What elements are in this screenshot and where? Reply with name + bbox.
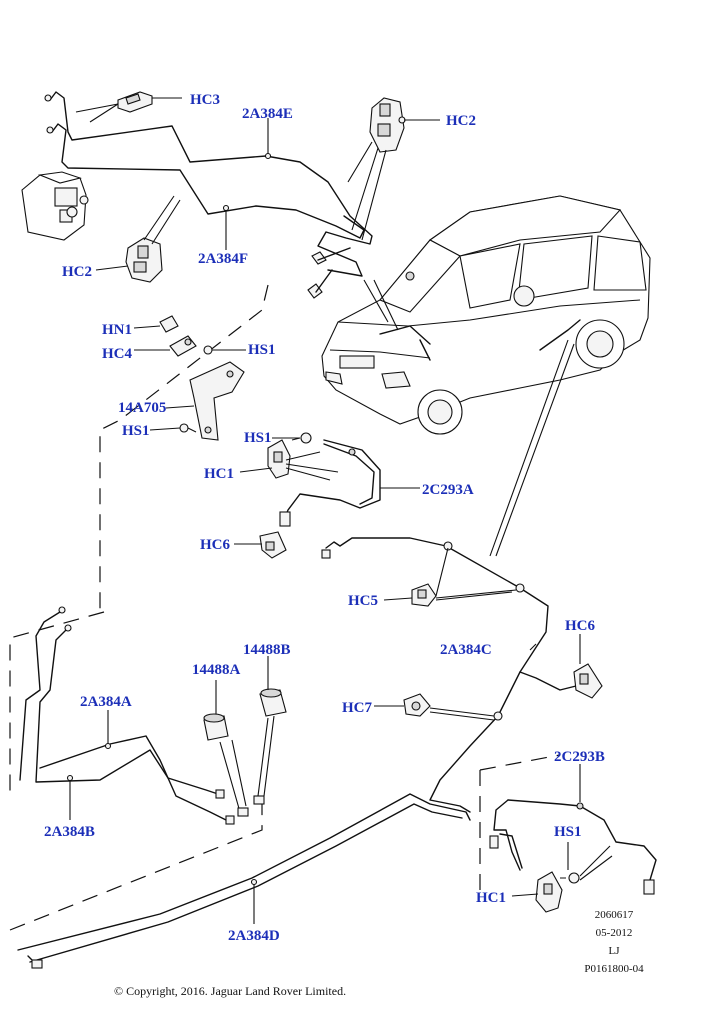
label-hc7: HC7 xyxy=(342,700,373,716)
clip-hc1-mid xyxy=(267,439,291,479)
leaders-vehicle-rear xyxy=(489,339,575,557)
meta-initials: LJ xyxy=(609,945,621,957)
clip-hc7 xyxy=(403,693,431,717)
clip-hc6-right xyxy=(573,663,603,699)
label-2c293a: 2C293A xyxy=(422,482,474,498)
leaders-hc1-mid xyxy=(285,451,339,481)
label-2a384d: 2A384D xyxy=(228,928,280,944)
label-hc6-right: HC6 xyxy=(565,618,596,634)
meta-code: 2060617 xyxy=(595,909,634,921)
bolt-hs1-d xyxy=(560,872,580,884)
connector-hc4 xyxy=(169,335,197,357)
leaders-hc2-left xyxy=(143,195,181,245)
leaders-hc5 xyxy=(435,547,517,601)
label-hs1-c: HS1 xyxy=(244,430,272,446)
label-hs1-b: HS1 xyxy=(122,423,150,439)
fitting-14488b xyxy=(259,688,287,717)
fittings-installed xyxy=(237,795,265,817)
leaders-fittings xyxy=(219,715,275,813)
leader-hc2-left-label xyxy=(95,265,129,271)
leaders-hs1-d xyxy=(579,845,613,881)
bracket-14a705 xyxy=(189,361,245,441)
leader-14a705 xyxy=(165,405,195,409)
label-hc2-top: HC2 xyxy=(446,113,476,129)
clip-hc2-left xyxy=(125,237,163,283)
leader-hc1-bottom xyxy=(511,893,539,897)
label-hc6-mid: HC6 xyxy=(200,537,231,553)
label-2a384f: 2A384F xyxy=(198,251,248,267)
sensor-2c293b xyxy=(489,799,657,895)
copyright-notice: © Copyright, 2016. Jaguar Land Rover Lim… xyxy=(114,984,346,998)
label-14a705: 14A705 xyxy=(118,400,166,416)
label-2a384e: 2A384E xyxy=(242,106,293,122)
bolt-hs1-b xyxy=(179,423,197,433)
meta-date: 05-2012 xyxy=(596,927,633,939)
dashed-boundaries xyxy=(9,284,561,931)
bolt-hs1-a xyxy=(203,345,222,355)
label-2c293b: 2C293B xyxy=(554,749,605,765)
leader-hs1-b xyxy=(149,427,181,431)
sensor-2c293a xyxy=(279,439,381,527)
label-2a384a: 2A384A xyxy=(80,694,132,710)
fitting-14488a xyxy=(203,713,229,741)
abs-modulator xyxy=(21,171,89,241)
label-hc1-mid: HC1 xyxy=(204,466,234,482)
clip-hc3 xyxy=(117,91,153,113)
clip-hc6-mid xyxy=(259,531,287,559)
label-hc3: HC3 xyxy=(190,92,220,108)
clip-hc1-bottom xyxy=(535,871,563,913)
label-2a384b: 2A384B xyxy=(44,824,95,840)
label-hn1: HN1 xyxy=(102,322,132,338)
leader-hn1 xyxy=(133,325,161,329)
leaders-hc7 xyxy=(429,707,495,721)
label-hc2-left: HC2 xyxy=(62,264,92,280)
label-hs1-d: HS1 xyxy=(554,824,582,840)
vehicle-illustration xyxy=(321,195,651,435)
leaders-hc2-top xyxy=(347,141,387,241)
label-2a384c: 2A384C xyxy=(440,642,492,658)
grommet-hn1 xyxy=(159,315,179,333)
meta-ref: P0161800-04 xyxy=(584,963,644,975)
pipe-2a384c xyxy=(321,537,577,813)
pipe-2a384d xyxy=(17,793,471,969)
label-14488b: 14488B xyxy=(243,642,291,658)
leader-hc5-label xyxy=(383,597,413,601)
pipe-2a384a xyxy=(19,606,235,825)
label-hc4: HC4 xyxy=(102,346,133,362)
leader-hc3 xyxy=(75,103,119,123)
leader-hc1-mid xyxy=(239,467,273,473)
leader-2a384c xyxy=(529,643,537,651)
pipe-2a384e xyxy=(44,91,373,299)
label-14488a: 14488A xyxy=(192,662,241,678)
leaders-vehicle-engine xyxy=(363,279,399,331)
label-hs1-a: HS1 xyxy=(248,342,276,358)
label-hc5: HC5 xyxy=(348,593,378,609)
clip-hc2-top xyxy=(369,97,406,153)
clip-hc5 xyxy=(411,583,437,607)
label-hc1-bottom: HC1 xyxy=(476,890,506,906)
